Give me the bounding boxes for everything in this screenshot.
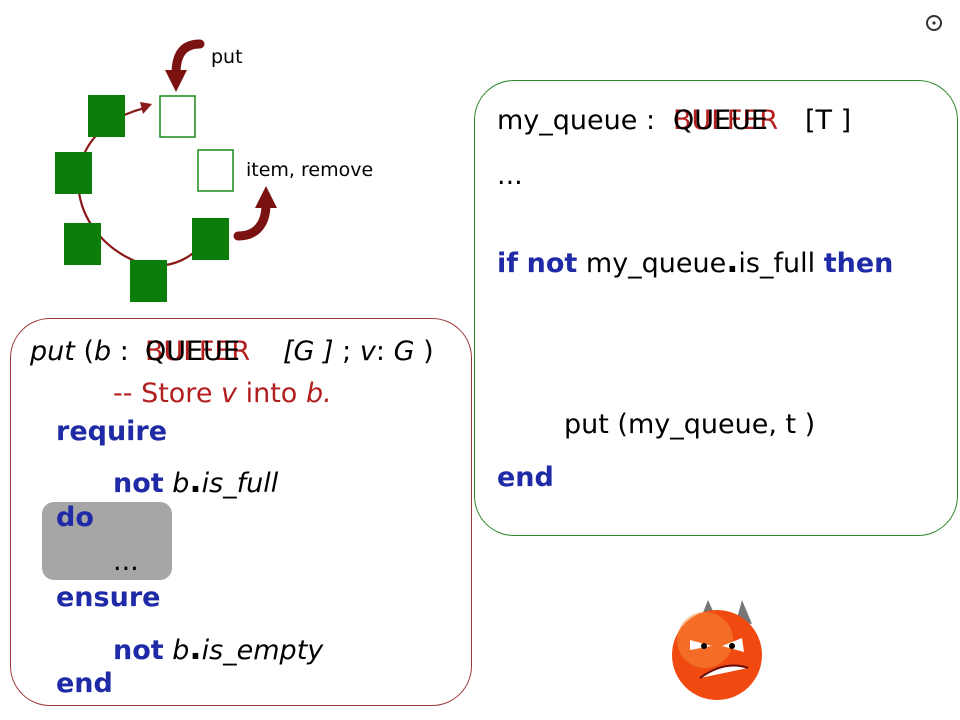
routine-end-keyword: end bbox=[56, 668, 113, 699]
queue-cell-filled bbox=[192, 218, 229, 260]
decl-line: my_queue : bbox=[497, 105, 655, 136]
corner-circle-icon bbox=[926, 15, 942, 31]
comment-line: -- Store v into b. bbox=[113, 378, 332, 409]
queue-cell-empty-item bbox=[197, 149, 234, 192]
queue-cell-filled bbox=[88, 95, 125, 137]
sig-type-v: G bbox=[393, 336, 415, 367]
if-keyword: if bbox=[497, 248, 519, 279]
cond-target: my_queue bbox=[585, 248, 727, 279]
routine-frame bbox=[10, 318, 472, 706]
routine-body-highlight bbox=[42, 502, 172, 580]
decl-var: my_queue bbox=[497, 105, 638, 136]
sig-close: ) bbox=[423, 336, 434, 367]
decl-generic: [T ] bbox=[805, 105, 852, 136]
post-not-keyword: not bbox=[113, 635, 164, 666]
put-arrow-head bbox=[165, 70, 187, 92]
sig-semicolon: ; bbox=[342, 336, 352, 367]
pre-not-keyword: not bbox=[113, 468, 164, 499]
queue-cell-filled bbox=[64, 223, 101, 265]
body-ellipsis: ... bbox=[113, 546, 139, 577]
comment-into: into bbox=[245, 378, 298, 409]
sig-generic: [G ] bbox=[283, 336, 334, 367]
not-keyword: not bbox=[526, 248, 578, 279]
devil-face-icon bbox=[672, 600, 762, 700]
require-keyword: require bbox=[56, 416, 168, 447]
sig-arg-b: b bbox=[93, 336, 112, 367]
sig-name: put bbox=[30, 336, 75, 367]
sig-type-new: QUEUE bbox=[145, 336, 240, 367]
if-line: if not my_queue.is_full then bbox=[497, 242, 894, 280]
client-code-frame bbox=[474, 80, 958, 536]
post-target: b bbox=[172, 635, 190, 666]
ensure-keyword: ensure bbox=[56, 582, 161, 613]
queue-cell-filled bbox=[130, 260, 167, 302]
pre-feature: is_full bbox=[201, 468, 279, 499]
decl-colon: : bbox=[645, 105, 656, 136]
queue-cell-filled bbox=[55, 152, 92, 194]
decl-type-original: BUFFER bbox=[673, 105, 779, 136]
cond-feature: is_full bbox=[738, 248, 816, 279]
sig-open: ( bbox=[83, 336, 94, 367]
sig-colon: : bbox=[119, 336, 129, 367]
signature-line: put (b : bbox=[30, 336, 129, 367]
comment-v: v bbox=[221, 378, 238, 409]
remove-arrow bbox=[233, 199, 271, 241]
client-ellipsis: ... bbox=[497, 160, 523, 191]
put-call: put (my_queue, t ) bbox=[564, 409, 816, 440]
decl-type-new: QUEUE bbox=[673, 105, 768, 136]
put-label: put bbox=[211, 46, 243, 68]
signature-rest: [G ] ; v: G ) bbox=[283, 336, 434, 367]
precondition-line: not b.is_full bbox=[113, 462, 279, 500]
sig-arg-v: v bbox=[359, 336, 376, 367]
postcondition-line: not b.is_empty bbox=[113, 629, 324, 667]
comment-b: b. bbox=[305, 378, 332, 409]
post-feature: is_empty bbox=[201, 635, 324, 666]
comment-dashes: -- Store bbox=[113, 378, 213, 409]
pre-target: b bbox=[172, 468, 190, 499]
sig-colon2: : bbox=[375, 336, 385, 367]
ring-arrow-head bbox=[140, 102, 152, 114]
queue-cell-empty-put bbox=[159, 95, 196, 138]
put-arrow bbox=[171, 39, 205, 79]
remove-arrow-head bbox=[255, 186, 277, 208]
client-end-keyword: end bbox=[497, 462, 554, 493]
sig-type-original: BUFFER bbox=[145, 336, 251, 367]
do-keyword: do bbox=[56, 502, 94, 533]
item-remove-label: item, remove bbox=[246, 159, 374, 181]
then-keyword: then bbox=[823, 248, 894, 279]
